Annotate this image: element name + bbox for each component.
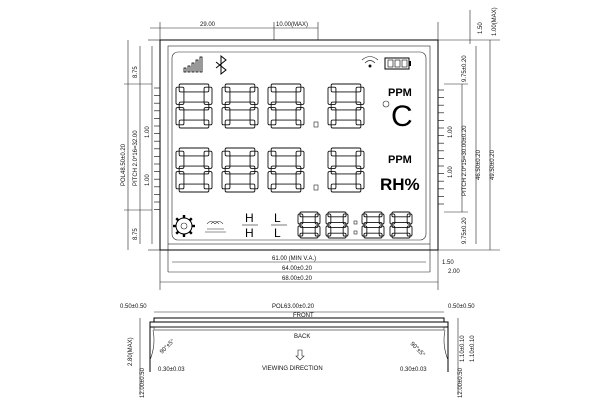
top-dimensions: 29.00 10.00(MAX) 1.50 1.00(MAX) [150,7,498,44]
side-pol63: POL63.00±0.20 [272,304,315,310]
digit-row3-4 [389,211,413,239]
dim-8-75-bottom: 8.75 [133,228,139,240]
dim-pol48: POL48.50±0.20 [121,143,127,186]
side-left-top: 0.50±0.50 [120,304,147,310]
dim-1-00-a: 1.00 [145,126,151,138]
wifi-icon [361,56,379,68]
display-content: PPM C PPM RH% H H L L [173,54,420,240]
digits-row-1 [175,83,365,129]
ppm-label-2: PPM [388,154,412,166]
celsius-label: C [391,100,413,133]
left-dimensions: 8.75 PITCH 2.0*16=32.00 POL48.50±0.20 1.… [121,40,153,250]
digits-row-3 [297,211,413,239]
panel-outlines [148,22,500,290]
pins-left [154,87,160,210]
angle-right: 90°±5° [409,341,426,358]
side-left-12: 12.00±0.50 [140,367,146,398]
heating-icon [205,221,226,233]
dim-8-75-top: 8.75 [133,66,139,78]
side-right-1-10-b: 1.10±0.10 [470,335,476,362]
digit-row2-3 [267,147,305,193]
right-dimensions: 9.75±0.20 PITCH 2.0*15=30.00±0.20 1.00 1… [444,40,496,250]
dim-2-00: 2.00 [448,269,460,275]
dim-64: 64.00±0.20 [282,266,313,272]
l-bottom: L [274,226,281,240]
degree-symbol [382,100,390,108]
digit-row2-1 [175,147,213,193]
bluetooth-icon [215,54,227,76]
digit-row3-3 [361,211,385,239]
side-left-0-30: 0.30±0.03 [158,367,185,373]
dim-68: 68.00±0.20 [282,276,313,282]
dim-29: 29.00 [200,22,216,28]
dim-pitch-right: PITCH 2.0*15=30.00±0.20 [462,125,468,196]
digit-row1-4 [327,83,365,129]
label-back: BACK [294,334,310,340]
side-right-1-10-a: 1.10±0.10 [460,335,466,362]
h-bottom: H [245,226,254,240]
colon-top [353,220,358,225]
outer-glass [159,39,439,251]
digit-row1-1 [175,83,213,129]
rh-percent-label: RH% [380,175,420,194]
dim-61-va: 61.00 (MIN V.A.) [272,256,316,262]
dim-10max: 10.00(MAX) [276,22,308,28]
dim-1-00-r-b: 1.00 [448,166,454,178]
viewing-direction: VIEWING DIRECTION [262,366,323,372]
side-right-0-30: 0.30±0.03 [400,367,427,373]
digit-row3-2 [325,211,349,239]
dim-49-50: 49.50±0.20 [490,149,496,180]
decimal-point-2 [313,184,319,191]
signal-bars-icon [183,56,203,73]
bottom-dimensions: 61.00 (MIN V.A.) 64.00±0.20 68.00±0.20 1… [160,256,460,283]
polarizer [167,45,431,245]
digit-row2-2 [221,147,259,193]
digit-row2-4 [327,147,365,193]
label-front: FRONT [293,313,314,319]
viewing-area [171,51,427,241]
side-right-12: 12.00±0.50 [458,367,464,398]
dim-46-50: 46.50±0.20 [476,149,482,180]
dim-pitch-left: PITCH 2.0*16=32.00 [133,130,139,186]
angle-left: 90°±5° [159,338,176,355]
dim-1-00-b: 1.00 [145,174,151,186]
polarizer-back [153,326,445,331]
side-left-2-80: 2.80(MAX) [128,337,134,366]
l-top: L [274,211,281,225]
glass-stack [149,321,449,328]
side-right-top: 0.50±0.50 [448,304,475,310]
pins-right [438,89,444,205]
colon-bottom [353,230,358,235]
digit-row1-3 [267,83,305,129]
decimal-point-1 [313,121,319,128]
digit-row3-1 [297,211,321,239]
side-view: POL63.00±0.20 0.50±0.50 0.50±0.50 FRONT … [120,304,476,398]
dim-1-00-r-a: 1.00 [448,126,454,138]
battery-icon [384,57,411,70]
viewing-arrow-icon [295,349,305,361]
dim-1-00max: 1.00(MAX) [492,7,498,36]
ppm-label-1: PPM [388,87,412,99]
gear-icon [173,215,195,237]
dim-1-50-bottom: 1.50 [442,260,454,266]
h-top: H [245,211,254,225]
dim-9-75-bottom: 9.75±0.20 [462,217,468,244]
dim-1-50-top: 1.50 [478,22,484,34]
digits-row-2 [175,147,365,193]
digit-row1-2 [221,83,259,129]
dim-9-75-top: 9.75±0.20 [462,55,468,82]
